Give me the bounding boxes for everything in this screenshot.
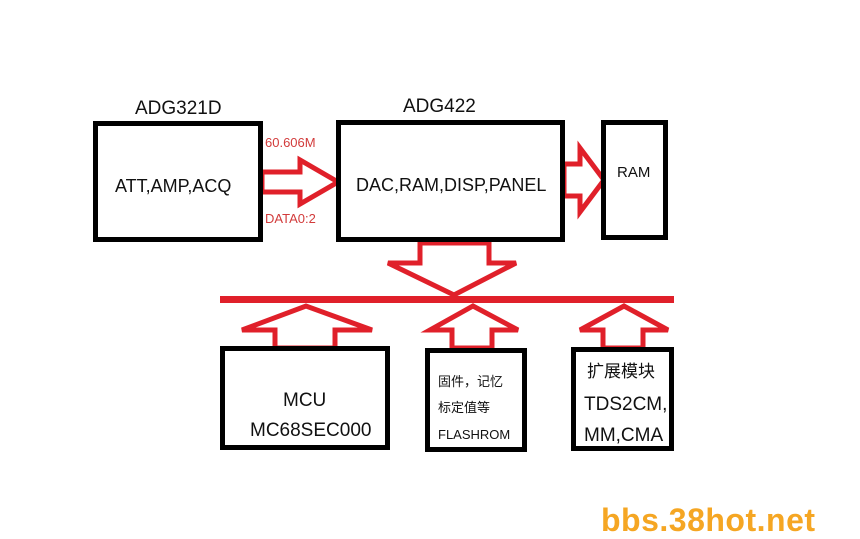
ext-line3: MM,CMA [584, 425, 664, 446]
adg422-title: ADG422 [403, 96, 476, 117]
arrow-flash-to-bus [420, 303, 520, 351]
flash-line1: 固件，记忆 [438, 374, 504, 389]
flash-line2: 标定值等 [438, 400, 491, 415]
mcu-box: MCU MC68SEC000 [220, 346, 390, 450]
ram-content: RAM [617, 164, 651, 181]
ext-box: 扩展模块 TDS2CM, MM,CMA [571, 347, 674, 451]
arrow-mcu-to-bus [241, 303, 373, 351]
adg321d-title: ADG321D [135, 98, 222, 119]
flash-box: 固件，记忆 标定值等 FLASHROM [425, 348, 527, 452]
watermark: bbs.38hot.net [601, 502, 816, 538]
adg321d-content: ATT,AMP,ACQ [115, 176, 232, 196]
ram-box: RAM [601, 120, 668, 240]
data-bus-label: DATA0:2 [265, 211, 316, 226]
arrow-ext-to-bus [578, 303, 670, 351]
system-bus [220, 296, 674, 303]
ext-line2: TDS2CM, [584, 394, 668, 415]
flash-line3: FLASHROM [438, 427, 511, 442]
arrow-adg422-to-ram [561, 140, 608, 220]
adg321d-box: ATT,AMP,ACQ [93, 121, 263, 242]
arrow-adg321d-to-adg422 [259, 155, 343, 209]
ext-line1: 扩展模块 [587, 362, 655, 381]
arrow-adg422-to-bus [386, 240, 518, 298]
mcu-line2: MC68SEC000 [250, 420, 372, 441]
mcu-line1: MCU [283, 390, 327, 411]
freq-label: 60.606M [265, 135, 316, 150]
adg422-content: DAC,RAM,DISP,PANEL [356, 175, 547, 195]
adg422-box: DAC,RAM,DISP,PANEL [336, 120, 565, 242]
